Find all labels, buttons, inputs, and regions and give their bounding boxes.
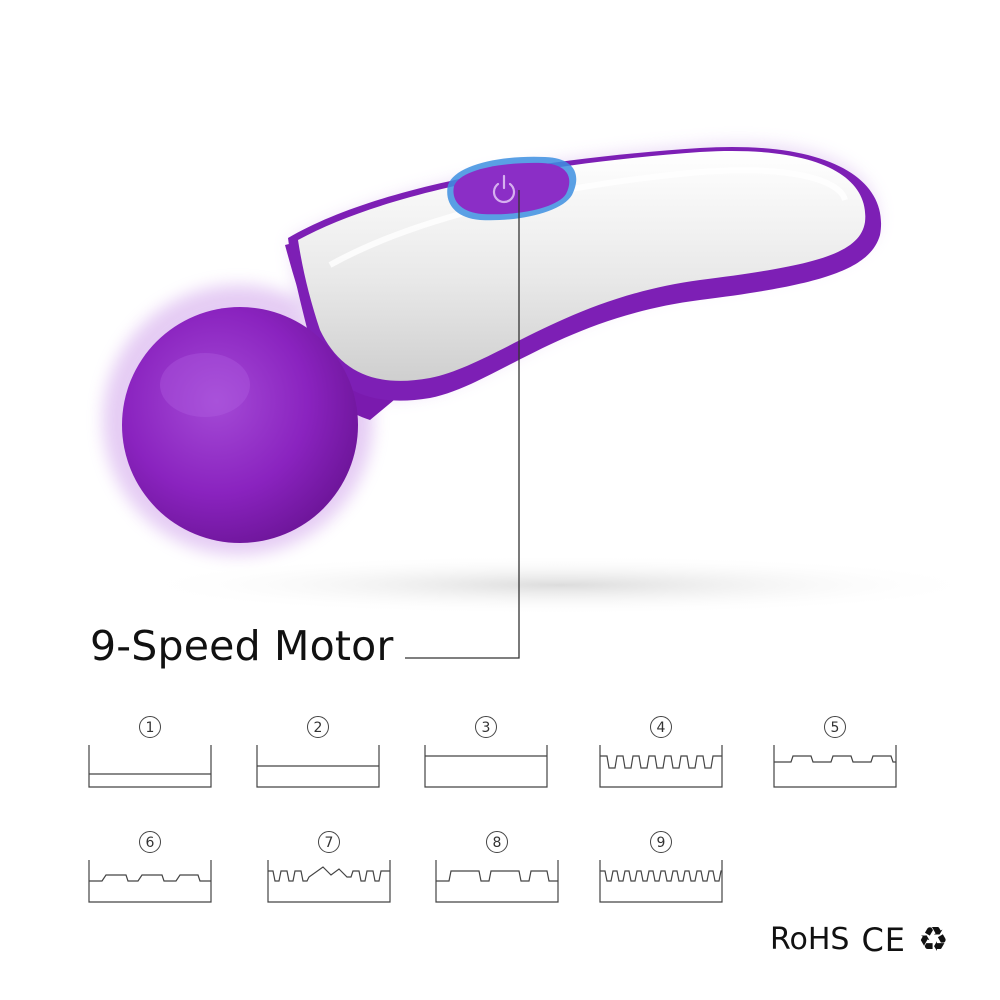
callout-leader-line xyxy=(405,190,520,659)
mode-9-waveform xyxy=(599,860,723,903)
mode-number: 2 xyxy=(307,716,329,738)
rohs-mark: RoHS xyxy=(770,922,850,957)
mode-number: 7 xyxy=(318,831,340,853)
mode-7-diagram: 7 xyxy=(267,831,391,921)
mode-number: 6 xyxy=(139,831,161,853)
recycle-icon: ♻ xyxy=(918,920,949,960)
mode-1-waveform xyxy=(88,745,212,788)
callout-label: 9-Speed Motor xyxy=(90,622,394,670)
mode-8-diagram: 8 xyxy=(435,831,559,921)
mode-number: 5 xyxy=(824,716,846,738)
mode-number: 4 xyxy=(650,716,672,738)
mode-4-waveform xyxy=(599,745,723,788)
power-button[interactable] xyxy=(447,156,577,221)
mode-number: 8 xyxy=(486,831,508,853)
certification-marks: RoHS CE ♻ xyxy=(770,922,949,958)
mode-2-waveform xyxy=(256,745,380,788)
mode-number: 9 xyxy=(650,831,672,853)
mode-6-diagram: 6 xyxy=(88,831,212,921)
mode-5-waveform xyxy=(773,745,897,788)
mode-4-diagram: 4 xyxy=(599,716,723,806)
mode-9-diagram: 9 xyxy=(599,831,723,921)
handle-top xyxy=(298,150,866,381)
power-icon xyxy=(492,174,516,204)
floor-shadow xyxy=(130,555,990,615)
massage-head xyxy=(122,307,358,543)
mode-7-waveform xyxy=(267,860,391,903)
mode-2-diagram: 2 xyxy=(256,716,380,806)
mode-number: 1 xyxy=(139,716,161,738)
mode-3-diagram: 3 xyxy=(424,716,548,806)
mode-5-diagram: 5 xyxy=(773,716,897,806)
mode-1-diagram: 1 xyxy=(88,716,212,806)
mode-3-waveform xyxy=(424,745,548,788)
ce-mark: CE xyxy=(861,921,907,959)
mode-6-waveform xyxy=(88,860,212,903)
mode-number: 3 xyxy=(475,716,497,738)
mode-8-waveform xyxy=(435,860,559,903)
